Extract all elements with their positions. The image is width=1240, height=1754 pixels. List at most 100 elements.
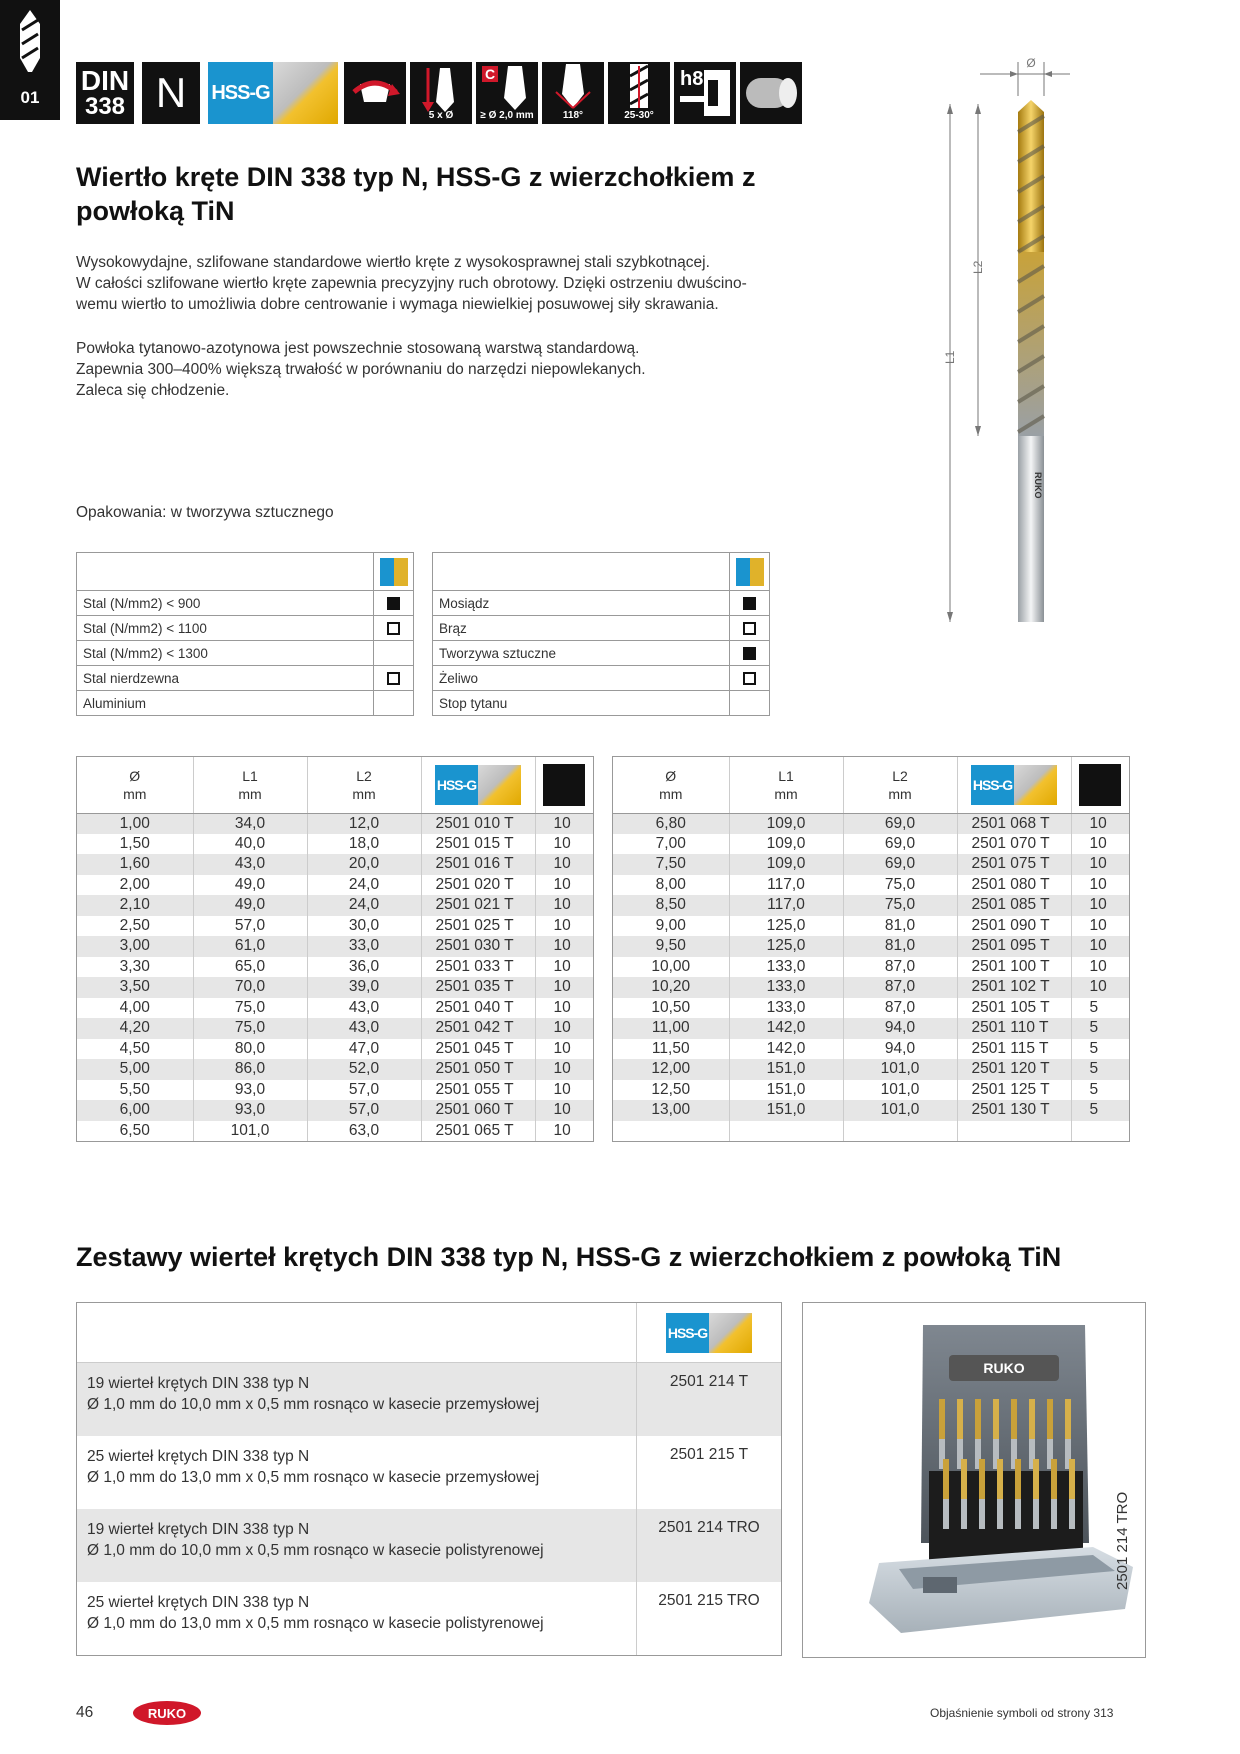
drill-set-photo: RUKO: [802, 1302, 1146, 1658]
suitability-full-icon: [743, 597, 756, 611]
set-article-code: 2501 215 T: [669, 1446, 749, 1463]
svg-text:RUKO: RUKO: [148, 1706, 186, 1721]
din-badge: DIN 338: [76, 62, 134, 124]
material-row: Aluminium: [76, 690, 414, 716]
drill-bit: [1047, 1399, 1053, 1469]
pack-qty-cell: 10: [1070, 874, 1129, 895]
diameter-cell: 8,00: [655, 875, 686, 893]
set-article-code: 2501 214 T: [669, 1373, 749, 1390]
pack-qty-cell: 10: [1070, 854, 1129, 875]
l2-cell: 43,0: [306, 1018, 421, 1039]
col-pack-qty: [534, 757, 593, 814]
l2-cell: 12,0: [306, 813, 421, 834]
pack-qty-cell: 10: [1070, 895, 1129, 916]
diameter-cell: 4,20: [77, 1018, 193, 1039]
l1-cell: 117,0: [728, 895, 843, 916]
article-cell: 2501 075 T: [956, 854, 1071, 875]
diameter-cell: 10,50: [651, 998, 691, 1016]
l1-cell: 86,0: [192, 1059, 307, 1080]
l1-cell: 49,0: [192, 874, 307, 895]
l2-cell: 87,0: [842, 977, 957, 998]
article-cell: 2501 030 T: [420, 936, 535, 957]
drill-bit-shank: [1033, 1499, 1039, 1529]
drill-bit: [997, 1459, 1003, 1529]
pack-qty-cell: 10: [534, 1038, 593, 1059]
diameter-cell: 6,80: [613, 813, 729, 834]
helix-label: 25-30°: [624, 110, 654, 121]
rotation-icon: [344, 62, 406, 124]
pack-qty-cell: 10: [534, 1059, 593, 1080]
l1-cell: 125,0: [728, 936, 843, 957]
diameter-cell: 5,50: [119, 1080, 150, 1098]
material-row: Stal (N/mm2) < 900: [76, 590, 414, 616]
set-range: Ø 1,0 mm do 13,0 mm x 0,5 mm rosnąco w k…: [87, 1469, 540, 1486]
l2-cell: 39,0: [306, 977, 421, 998]
l2-label: L2: [971, 260, 985, 274]
l2-cell: 101,0: [842, 1059, 957, 1080]
l1-cell: 34,0: [192, 813, 307, 834]
drill-bit: [993, 1399, 999, 1469]
set-title: 25 wierteł krętych DIN 338 typ N: [87, 1594, 310, 1611]
l2-cell: 47,0: [306, 1038, 421, 1059]
article-cell: 2501 095 T: [956, 936, 1071, 957]
material-label: Brąz: [432, 615, 730, 641]
drill-bit: [1069, 1459, 1075, 1529]
point-angle-icon: 118°: [542, 62, 604, 124]
suitability-limited-icon: [743, 622, 756, 636]
pack-qty-cell: 10: [534, 915, 593, 936]
helix-angle-icon: 25-30°: [608, 62, 670, 124]
dia-label: Ø: [1026, 56, 1035, 70]
l2-cell: 33,0: [306, 936, 421, 957]
drill-bit-shank: [975, 1439, 981, 1469]
cylindrical-shank-icon: [740, 62, 802, 124]
diameter-cell: 2,00: [119, 875, 150, 893]
l2-cell: 87,0: [842, 956, 957, 977]
ruko-logo: RUKO: [133, 1701, 201, 1725]
drill-bit: [957, 1399, 963, 1469]
table-row: [613, 1120, 1129, 1141]
drill-bit-shank: [1011, 1439, 1017, 1469]
article-cell: 2501 130 T: [956, 1100, 1071, 1121]
suitability-full-icon: [743, 647, 756, 661]
article-cell: 2501 120 T: [956, 1059, 1071, 1080]
material-label: Aluminium: [76, 690, 374, 716]
pack-qty-cell: 5: [1070, 1100, 1129, 1121]
l1-cell: 117,0: [728, 874, 843, 895]
pack-qty-cell: 10: [1070, 833, 1129, 854]
hss-g-icon: HSS-G: [435, 764, 521, 805]
drill-bit: [979, 1459, 985, 1529]
l1-cell: 133,0: [728, 977, 843, 998]
coating-line: Zapewnia 300–400% większą trwałość w por…: [76, 361, 646, 378]
pack-qty-cell: 10: [534, 956, 593, 977]
article-cell: 2501 035 T: [420, 977, 535, 998]
drill-bit-shank: [1029, 1439, 1035, 1469]
set-range: Ø 1,0 mm do 10,0 mm x 0,5 mm rosnąco w k…: [87, 1396, 540, 1413]
set-title: 19 wierteł krętych DIN 338 typ N: [87, 1521, 310, 1538]
hss-swatch-icon: [735, 557, 764, 586]
pack-qty-cell: 10: [534, 1100, 593, 1121]
packaging-note: Opakowania: w tworzywa sztucznego: [76, 504, 334, 521]
l1-cell: 65,0: [192, 956, 307, 977]
material-label: Stal (N/mm2) < 1300: [76, 640, 374, 666]
l2-cell: 69,0: [842, 833, 957, 854]
diameter-cell: 1,60: [77, 854, 193, 875]
l2-cell: 75,0: [842, 895, 957, 916]
l1-cell: 151,0: [728, 1100, 843, 1121]
l1-cell: 93,0: [192, 1100, 307, 1121]
drill-bit: [1029, 1399, 1035, 1469]
